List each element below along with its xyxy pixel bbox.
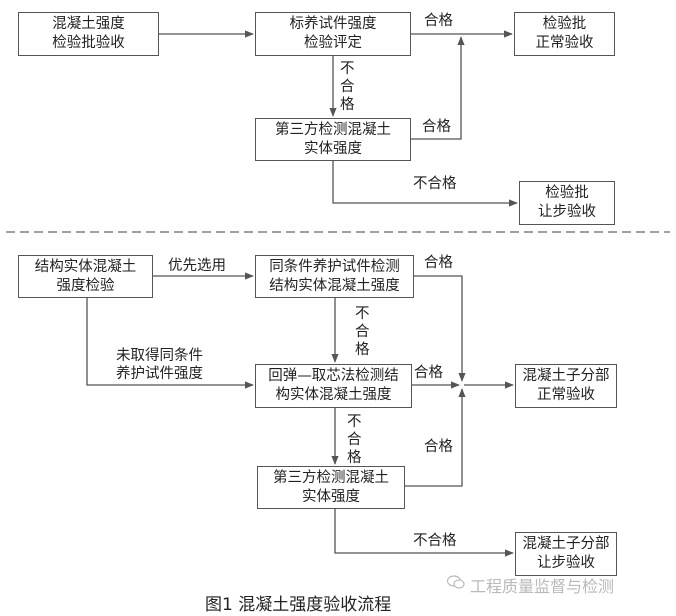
box-same-condition-specimen-test: 同条件养护试件检测 结构实体混凝土强度 (255, 255, 414, 298)
label-pass-eval: 合格 (424, 13, 453, 29)
label-fail-eval: 不 合 格 (340, 61, 355, 113)
box-standard-cured-specimen-evaluation: 标养试件强度 检验评定 (255, 12, 411, 56)
watermark: 工程质量监督与检测 (470, 577, 615, 596)
label-not-obtained: 未取得同条件 养护试件强度 (116, 348, 203, 382)
arrow-third-fail-to-concession (332, 161, 518, 207)
label-fail-third-2: 不合格 (413, 533, 457, 549)
arrow-third-fail-to-concession-2 (334, 509, 514, 557)
label-fail-third: 不合格 (413, 176, 457, 192)
box-subdivision-concession-acceptance: 混凝土子分部 让步验收 (515, 532, 617, 576)
box-lot-normal-acceptance: 检验批 正常验收 (514, 12, 615, 56)
label-preferred: 优先选用 (168, 258, 226, 274)
label-pass-same: 合格 (424, 255, 453, 271)
box-structural-strength-inspection: 结构实体混凝土 强度检验 (18, 255, 153, 298)
arrow-third-pass-up-2 (405, 388, 466, 487)
label-pass-third: 合格 (422, 119, 451, 135)
box-third-party-testing: 第三方检测混凝土 实体强度 (255, 118, 411, 161)
figure-caption: 图1 混凝土强度验收流程 (205, 595, 392, 615)
box-third-party-testing-2: 第三方检测混凝土 实体强度 (257, 466, 405, 509)
box-lot-concession-acceptance: 检验批 让步验收 (519, 181, 615, 225)
label-pass-third-2: 合格 (424, 439, 453, 455)
arrow-same-pass-down (414, 275, 466, 382)
arrow-start-to-rebound (86, 298, 254, 389)
wechat-icon (447, 575, 465, 589)
arrow-third-pass-up (411, 36, 465, 140)
label-fail-same: 不 合 格 (355, 306, 370, 358)
box-inspection-lot-acceptance: 混凝土强度 检验批验收 (18, 12, 159, 56)
box-rebound-core-test: 回弹—取芯法检测结 构实体混凝土强度 (255, 364, 412, 408)
label-fail-rebound: 不 合 格 (347, 414, 362, 466)
box-subdivision-normal-acceptance: 混凝土子分部 正常验收 (515, 364, 617, 408)
label-pass-rebound: 合格 (414, 365, 443, 381)
